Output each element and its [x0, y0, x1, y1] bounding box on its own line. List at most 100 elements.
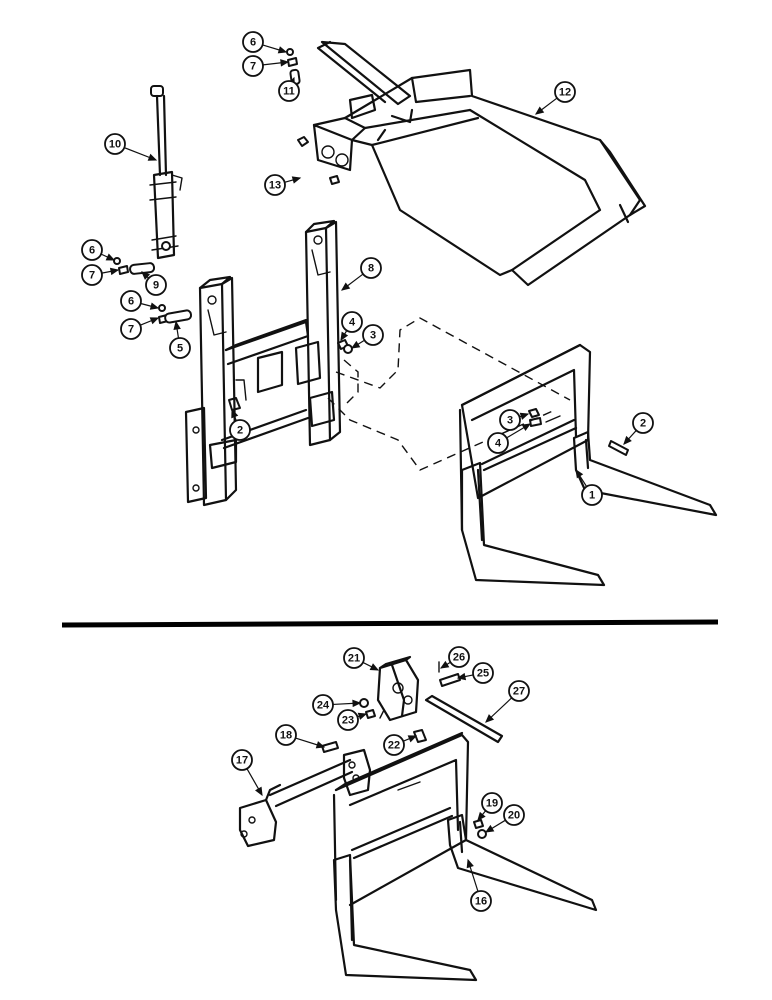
- callout-number: 2: [237, 425, 243, 437]
- cylinder-part-10: [149, 85, 183, 260]
- leader-arrowhead: [357, 712, 368, 720]
- callout-16: 16: [466, 858, 492, 912]
- callout-number: 6: [250, 37, 256, 49]
- callout-number: 18: [280, 730, 292, 742]
- callout-circle: [503, 804, 525, 826]
- callout-circle: [275, 724, 297, 746]
- callout-number: 5: [177, 343, 183, 355]
- callout-18: 18: [275, 724, 326, 749]
- frame-part-12: [312, 40, 647, 287]
- callout-circle: [242, 55, 264, 77]
- callout-number: 20: [508, 810, 520, 822]
- leader-arrowhead: [485, 714, 495, 723]
- leader-arrowhead: [439, 660, 450, 669]
- callout-number: 11: [283, 86, 295, 98]
- callout-circle: [487, 432, 509, 454]
- callout-circle: [120, 318, 142, 340]
- callout-23: 23: [337, 709, 368, 731]
- callout-number: 6: [128, 296, 134, 308]
- leader-arrowhead: [280, 59, 290, 67]
- callout-circle: [343, 647, 365, 669]
- callout-1: 1: [575, 468, 603, 506]
- callout-2: 2: [229, 408, 251, 441]
- callout-24: 24: [312, 694, 362, 716]
- leader-arrowhead: [340, 331, 349, 342]
- assembly-guides: [327, 317, 571, 471]
- leader-arrowhead: [147, 153, 158, 161]
- callout-number: 8: [368, 263, 374, 275]
- callout-circle: [448, 646, 470, 668]
- callout-circle: [581, 484, 603, 506]
- callout-number: 12: [559, 87, 571, 99]
- callout-27: 27: [485, 680, 530, 723]
- leader-arrowhead: [521, 423, 532, 432]
- leader-arrowhead: [149, 302, 160, 310]
- leader-arrowhead: [109, 267, 120, 276]
- callout-25: 25: [456, 662, 494, 684]
- callout-circle: [104, 133, 126, 155]
- mast-part-8: [184, 219, 342, 507]
- leader-arrowhead: [407, 735, 418, 743]
- callout-number: 4: [349, 317, 356, 329]
- callout-circle: [499, 409, 521, 431]
- callout-number: 19: [486, 798, 498, 810]
- callout-3: 3: [499, 409, 530, 431]
- callout-circle: [231, 749, 253, 771]
- bracket-part-21: [376, 655, 420, 722]
- callout-22: 22: [383, 734, 418, 756]
- callout-number: 3: [370, 330, 376, 342]
- leader-arrowhead: [466, 858, 474, 869]
- callout-circle: [360, 257, 382, 279]
- hardware-top: [113, 48, 629, 456]
- callout-circle: [554, 81, 576, 103]
- leader-arrowhead: [277, 46, 288, 54]
- leader-arrowhead: [315, 741, 326, 749]
- callout-circle: [508, 680, 530, 702]
- leader-arrowhead: [623, 435, 632, 445]
- callout-5: 5: [169, 320, 191, 359]
- leader-arrowhead: [369, 663, 380, 671]
- callout-number: 13: [269, 180, 281, 192]
- callout-21: 21: [343, 647, 380, 671]
- callout-10: 10: [104, 133, 158, 161]
- callout-circle: [264, 174, 286, 196]
- callout-number: 16: [475, 896, 487, 908]
- callout-circle: [632, 412, 654, 434]
- leader-arrowhead: [291, 176, 302, 184]
- callout-17: 17: [231, 749, 263, 797]
- callout-9: 9: [141, 271, 167, 296]
- callout-number: 24: [317, 700, 330, 712]
- callout-11: 11: [278, 76, 300, 102]
- callout-circle: [169, 337, 191, 359]
- leader-arrowhead: [352, 699, 362, 708]
- callout-circle: [472, 662, 494, 684]
- callout-12: 12: [534, 81, 576, 115]
- section-divider: [61, 619, 719, 628]
- callout-circle: [81, 264, 103, 286]
- callout-circle: [81, 239, 103, 261]
- callout-8: 8: [340, 257, 382, 291]
- callout-circle: [145, 274, 167, 296]
- callout-number: 7: [128, 324, 134, 336]
- callout-6: 6: [81, 239, 116, 261]
- callout-number: 3: [507, 415, 513, 427]
- callout-7: 7: [120, 317, 160, 340]
- callout-number: 6: [89, 245, 95, 257]
- callout-circle: [383, 734, 405, 756]
- callout-number: 27: [513, 686, 525, 698]
- leader-arrowhead: [141, 271, 151, 280]
- fork-part-1: [458, 343, 718, 587]
- leader-arrowhead: [105, 253, 116, 261]
- callout-7: 7: [242, 55, 290, 77]
- callout-number: 2: [640, 418, 646, 430]
- callout-number: 4: [495, 438, 502, 450]
- callout-4: 4: [340, 311, 363, 342]
- callout-circle: [242, 31, 264, 53]
- callout-number: 17: [236, 755, 248, 767]
- callout-circle: [362, 324, 384, 346]
- callout-circle: [337, 709, 359, 731]
- leader-arrowhead: [575, 468, 584, 479]
- callout-circle: [312, 694, 334, 716]
